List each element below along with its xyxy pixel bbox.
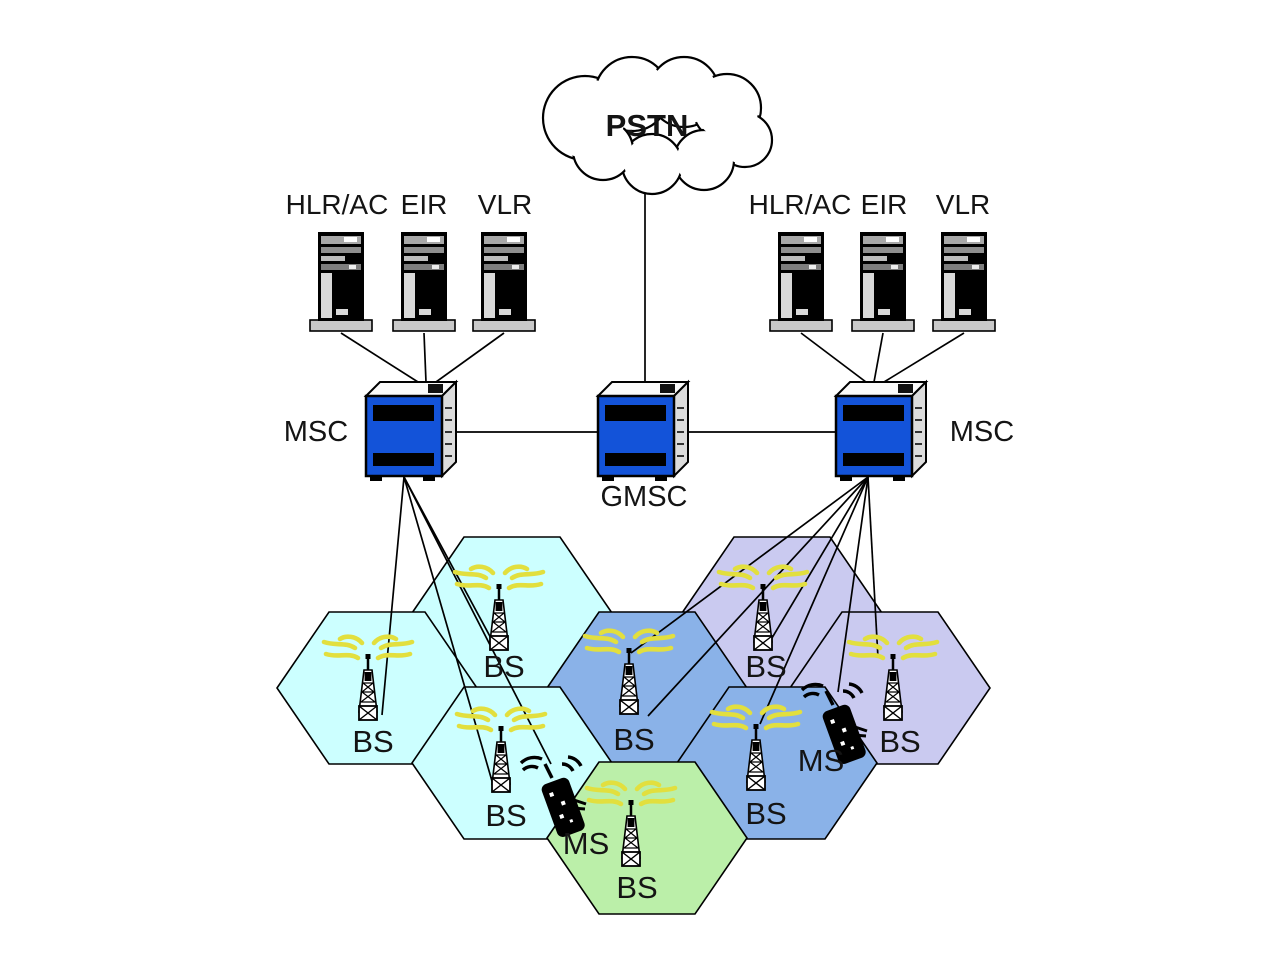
bs-label-5: BS [879,724,920,759]
bs-label-2: BS [745,649,786,684]
eir-right-msc-link [873,332,884,383]
msc-right-bs5-link [867,476,879,659]
hlr-right-msc-link [800,332,867,383]
bs-label-3: BS [352,724,393,759]
server-label-eir-left: EIR [401,189,448,220]
msc-left: MSC [284,380,458,483]
mobile-stations: MS MS [519,682,870,861]
server-tower-icon [769,231,833,332]
server-tower-icon [851,231,915,332]
msc-right-label: MSC [950,416,1014,448]
msc-left-label: MSC [284,416,348,448]
switch-box-icon [596,380,690,483]
server-label-hlr-right: HLR/AC [749,189,852,220]
pstn-label: PSTN [606,108,689,143]
server-tower-icon [309,231,373,332]
bs-label-7: BS [745,796,786,831]
server-tower-icon [932,231,996,332]
server-label-eir-right: EIR [861,189,908,220]
msc-right-bs4b-link [647,476,869,717]
server-label-vlr-left: VLR [478,189,532,220]
ms-label-2: MS [798,743,845,778]
server-group-right: HLR/AC EIR VLR [749,189,996,332]
msc-right-bs4a-link [630,476,869,654]
cloud-icon [541,55,774,196]
msc-left-bs6-link [403,476,495,789]
connection-lines [340,190,965,789]
server-label-vlr-right: VLR [936,189,990,220]
bs-label-4: BS [613,722,654,757]
ms-label-1: MS [563,826,610,861]
vlr-right-msc-link [883,332,965,383]
hlr-left-msc-link [340,332,419,383]
bs-label-8: BS [616,870,657,905]
gmsc-label: GMSC [601,481,688,513]
msc-right-bs7-link [759,476,869,725]
bs-label-1: BS [483,649,524,684]
server-label-hlr-left: HLR/AC [286,189,389,220]
msc-left-bs3-link [381,476,405,716]
server-tower-icon [392,231,456,332]
bs-label-6: BS [485,798,526,833]
vlr-left-msc-link [435,332,505,383]
switch-box-icon [834,380,928,483]
msc-right-bs2-link [765,476,869,649]
gmsc: GMSC [596,380,690,513]
msc-right-ms2-link [837,476,869,693]
server-group-left: HLR/AC EIR VLR [286,189,536,332]
eir-left-msc-link [423,332,427,383]
msc-right: MSC [834,380,1014,483]
pstn-cloud: PSTN [541,55,774,196]
switch-box-icon [364,380,458,483]
base-stations: BS BS BS BS BS BS BS BS [324,567,937,905]
server-tower-icon [472,231,536,332]
